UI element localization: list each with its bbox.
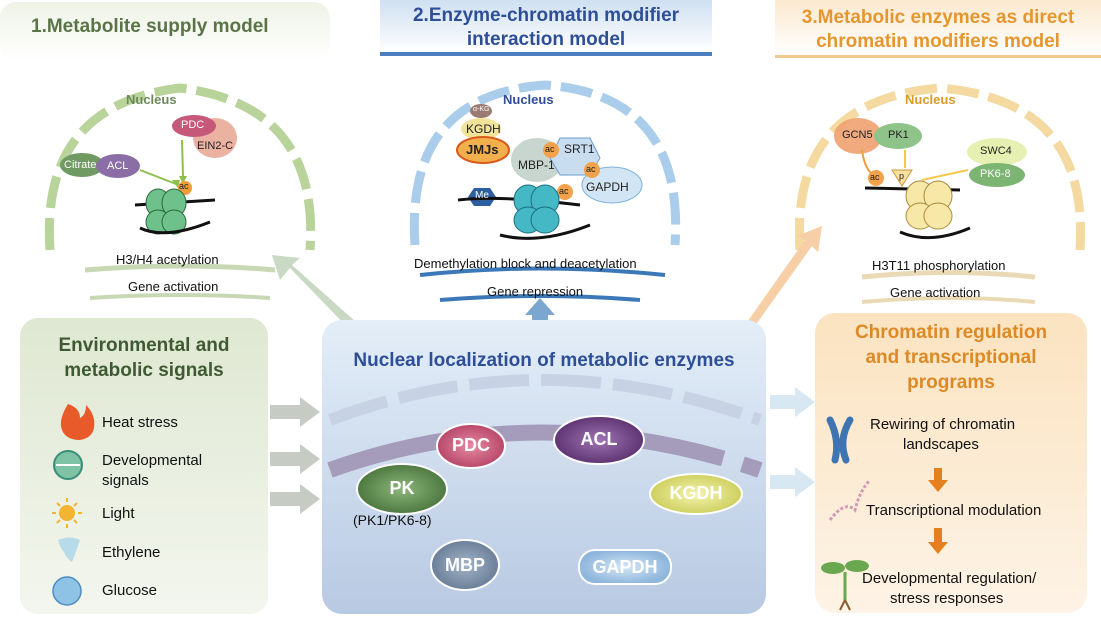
model2-kgdh: KGDH [466,122,501,136]
center-title: Nuclear localization of metabolic enzyme… [353,350,735,371]
model2-title-line1: 2.Enzyme-chromatin modifier [412,5,680,26]
model3-activation: Gene activation [890,285,981,300]
model2-nucleosome [457,184,591,240]
model1-acl: ACL [107,160,129,172]
model1-nucleus-label: Nucleus [126,92,177,107]
model3-title-line1: 3.Metabolic enzymes as direct [801,7,1075,28]
signal-developmental-line2: signals [102,472,149,489]
model3-gcn5: GCN5 [842,129,873,141]
enzyme-gapdh-shape [578,549,672,585]
chrom-title: Chromatin regulation and transcriptional… [815,320,1087,395]
model2-ac2: ac [586,164,596,174]
arrow-to-model3 [745,226,822,330]
model2-mbp1: MBP-1 [518,158,555,172]
chrom-item-developmental: Developmental regulation/ [862,570,1037,587]
env-title-line2: metabolic signals [64,360,224,381]
model2-me: Me [475,190,489,201]
arrow-center-1 [770,387,815,417]
model1-citrate: Citrate [64,159,97,171]
chrom-item-transcriptional: Transcriptional modulation [866,502,1042,519]
model3-nucleosome [864,180,971,240]
arrow-env-1 [270,397,320,427]
enzyme-pdc-shape [436,423,506,469]
arrow-to-model1 [272,255,356,330]
enzyme-mbp: MBP [445,555,485,575]
model2-akg: α-KG [473,106,490,113]
model2-nucleus-label: Nucleus [503,92,554,107]
model2-block-label: Demethylation block and deacetylation [414,256,637,271]
model3-ac: ac [870,172,880,182]
ethylene-icon [58,537,80,562]
model1-nucleosome [134,188,216,235]
enzyme-pdc: PDC [451,435,490,455]
env-title-line1: Environmental and [58,335,230,356]
arrow-chrom-2 [928,528,948,554]
model2-ac1: ac [545,144,555,154]
model3-title-line2: chromatin modifiers model [816,31,1060,52]
enzyme-pk-subtitle: (PK1/PK6-8) [353,512,432,528]
model2-header-bar [380,52,712,56]
signal-light: Light [102,505,135,522]
arrow-env-3 [270,484,320,514]
model2-title-line2: interaction model [466,29,626,50]
model2-repression: Gene repression [487,284,584,299]
model3-nucleus-membrane [794,83,1086,251]
enzyme-acl-shape [553,415,645,465]
flame-icon [60,404,95,440]
model2-title: 2.Enzyme-chromatin modifier interaction … [380,4,712,52]
model3-pk68: PK6-8 [980,168,1011,180]
enzyme-kgdh-shape [649,473,743,515]
model2-gapdh: GAPDH [586,180,629,194]
enzyme-pk: PK [389,478,415,498]
model1-acetylation: H3/H4 acetylation [116,252,219,267]
chrom-item-developmental-line2: stress responses [890,590,1004,607]
model3-phos: H3T11 phosphorylation [872,258,1006,273]
model1-nucleus-membrane [44,83,316,251]
model2-ac3: ac [559,186,569,196]
enzyme-gapdh: GAPDH [592,557,658,577]
model3-nucleus-label: Nucleus [905,92,956,107]
chrom-item-rewiring: Rewiring of chromatin [870,416,1016,433]
chromosome-icon [826,416,854,464]
chrom-panel-bg [815,313,1087,613]
model1-ein2: EIN2-C [197,140,234,152]
env-title: Environmental and metabolic signals [20,333,268,383]
glucose-icon [52,576,82,606]
chrom-item-rewiring-line2: landscapes [903,436,979,453]
env-panel-bg [20,318,268,614]
model3-swc4: SWC4 [980,145,1012,157]
model3-pk1: PK1 [888,129,909,141]
chrom-title-line2: and transcriptional [865,347,1037,368]
chrom-title-line3: programs [907,372,995,393]
model1-pdc: PDC [181,119,205,131]
model1-header [0,2,330,60]
sun-icon [59,505,75,521]
enzyme-kgdh: KGDH [669,483,723,503]
model2-srt1: SRT1 [564,142,595,156]
enzyme-acl: ACL [580,429,618,449]
model1-activation: Gene activation [128,279,219,294]
arrow-env-2 [270,444,320,474]
model3-header-bar [775,55,1101,58]
model1-ac: ac [179,181,189,191]
model2-jmjs: JMJs [466,142,499,157]
dna-strand-icon [828,478,872,521]
seedling-icon [821,560,869,611]
signal-developmental: Developmental [102,452,203,469]
arrow-chrom-1 [928,468,948,492]
enzyme-mbp-shape [430,539,500,591]
model1-title: 1.Metabolite supply model [31,16,269,37]
model3-header [775,0,1101,55]
model3-title: 3.Metabolic enzymes as direct chromatin … [775,6,1101,54]
signal-ethylene: Ethylene [102,544,161,561]
model2-header [380,0,712,52]
chrom-title-line1: Chromatin regulation [854,322,1048,343]
signal-glucose: Glucose [102,582,158,599]
arrow-center-2 [770,467,815,497]
model2-nucleus-membrane [409,80,681,246]
signal-heat-stress: Heat stress [102,414,178,431]
model3-p: p [899,171,905,181]
enzyme-pk-shape [356,463,448,515]
